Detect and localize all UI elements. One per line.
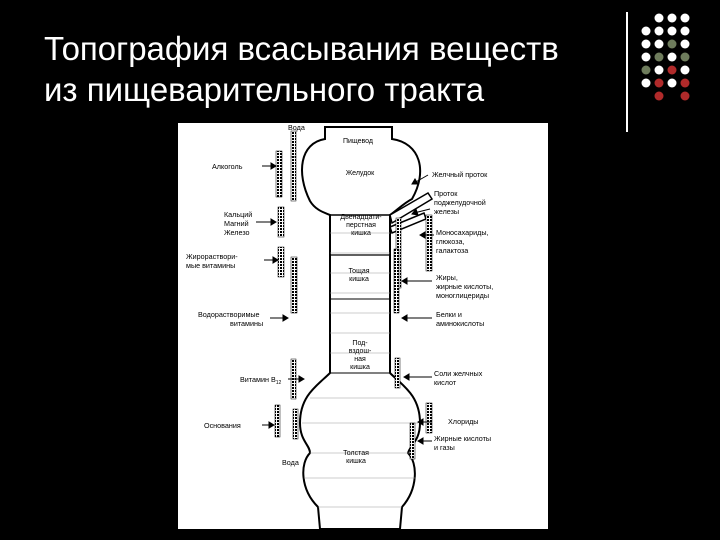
label-pancreatic-duct-1: Проток <box>434 189 458 198</box>
decorative-dot <box>680 52 690 62</box>
organ-stomach: Желудок <box>346 170 375 177</box>
decorative-dot <box>680 65 690 75</box>
decorative-dot <box>680 39 690 49</box>
diagram-svg: Пищевод Желудок Двенадцати- перстная киш… <box>186 123 493 529</box>
label-vitamin-b12-sub: 12 <box>276 380 282 386</box>
slide-title-line-1: Топография всасывания веществ <box>44 30 559 67</box>
organ-esophagus: Пищевод <box>343 138 373 145</box>
decorative-dot <box>654 26 664 36</box>
organ-ileum-2: вздош- <box>349 348 372 355</box>
digestive-tract-diagram: Пищевод Желудок Двенадцати- перстная киш… <box>178 123 548 529</box>
decorative-dot <box>641 52 651 62</box>
decorative-dot <box>654 13 664 23</box>
label-monosaccharides-1: Моносахариды, <box>436 228 489 237</box>
label-chlorides: Хлориды <box>448 417 478 426</box>
decorative-dot <box>667 65 677 75</box>
decorative-dot <box>641 39 651 49</box>
label-fatty-gases-2: и газы <box>434 443 455 452</box>
label-water-bottom: Вода <box>282 458 299 467</box>
label-water-soluble-2: витамины <box>230 319 263 328</box>
decorative-dot <box>680 78 690 88</box>
label-fatty-gases-1: Жирные кислоты <box>434 434 491 443</box>
organ-duodenum-3: кишка <box>351 230 371 237</box>
label-water-top: Вода <box>288 123 305 132</box>
organ-ileum-3: ная <box>354 356 366 363</box>
decorative-dot <box>654 52 664 62</box>
decorative-dot <box>680 91 690 101</box>
organ-duodenum-1: Двенадцати- <box>340 214 382 221</box>
organ-ileum-4: кишка <box>350 364 370 371</box>
tract-rings <box>302 232 418 508</box>
decorative-dot <box>667 39 677 49</box>
arrows <box>256 162 434 445</box>
label-fat-soluble-1: Жирораствори- <box>186 252 238 261</box>
decorative-dot <box>667 52 677 62</box>
decorative-dot <box>680 13 690 23</box>
slide-title: Топография всасывания веществ из пищевар… <box>44 28 604 110</box>
decorative-dot <box>654 65 664 75</box>
decorative-dot <box>641 65 651 75</box>
label-calcium: Кальций <box>224 210 252 219</box>
label-fats-2: жирные кислоты, <box>436 282 493 291</box>
label-fats-1: Жиры, <box>436 273 458 282</box>
organ-colon-1: Толстая <box>343 450 369 457</box>
decorative-dot <box>667 26 677 36</box>
decorative-dot <box>641 26 651 36</box>
slide-title-line-2: из пищеварительного тракта <box>44 71 485 108</box>
decorative-dot <box>654 91 664 101</box>
decorative-dot <box>654 39 664 49</box>
decorative-dot <box>667 78 677 88</box>
organ-duodenum-2: перстная <box>346 222 376 229</box>
label-bile-salts-1: Соли желчных <box>434 369 483 378</box>
organ-jejunum-1: Тощая <box>348 268 369 275</box>
label-proteins-2: аминокислоты <box>436 319 484 328</box>
organ-jejunum-2: кишка <box>349 276 369 283</box>
label-bile-salts-2: кислот <box>434 378 457 387</box>
decorative-dot <box>641 78 651 88</box>
bile-duct-shape <box>389 191 434 225</box>
label-water-soluble-1: Водорастворимые <box>198 310 260 319</box>
label-fats-3: моноглицериды <box>436 291 489 300</box>
decorative-dot <box>654 78 664 88</box>
decorative-divider <box>626 12 628 132</box>
gi-tract-outline <box>298 126 422 529</box>
label-proteins-1: Белки и <box>436 310 462 319</box>
label-magnesium: Магний <box>224 219 249 228</box>
organ-ileum-1: Под- <box>352 340 368 347</box>
label-iron: Железо <box>224 228 250 237</box>
decorative-dot <box>680 26 690 36</box>
label-bile-duct: Желчный проток <box>432 170 488 179</box>
label-pancreatic-duct-3: железы <box>434 207 459 216</box>
decorative-dot <box>667 13 677 23</box>
label-pancreatic-duct-2: поджелудочной <box>434 198 486 207</box>
label-bases: Основания <box>204 421 241 430</box>
decorative-dot-grid <box>641 13 690 101</box>
label-vitamin-b12: Витамин B12 <box>240 375 282 386</box>
label-vitamin-b12-text: Витамин B <box>240 375 276 384</box>
label-alcohol: Алкоголь <box>212 162 243 171</box>
label-fat-soluble-2: мые витамины <box>186 261 235 270</box>
label-monosaccharides-3: галактоза <box>436 246 468 255</box>
label-monosaccharides-2: глюкоза, <box>436 237 464 246</box>
organ-colon-2: кишка <box>346 458 366 465</box>
